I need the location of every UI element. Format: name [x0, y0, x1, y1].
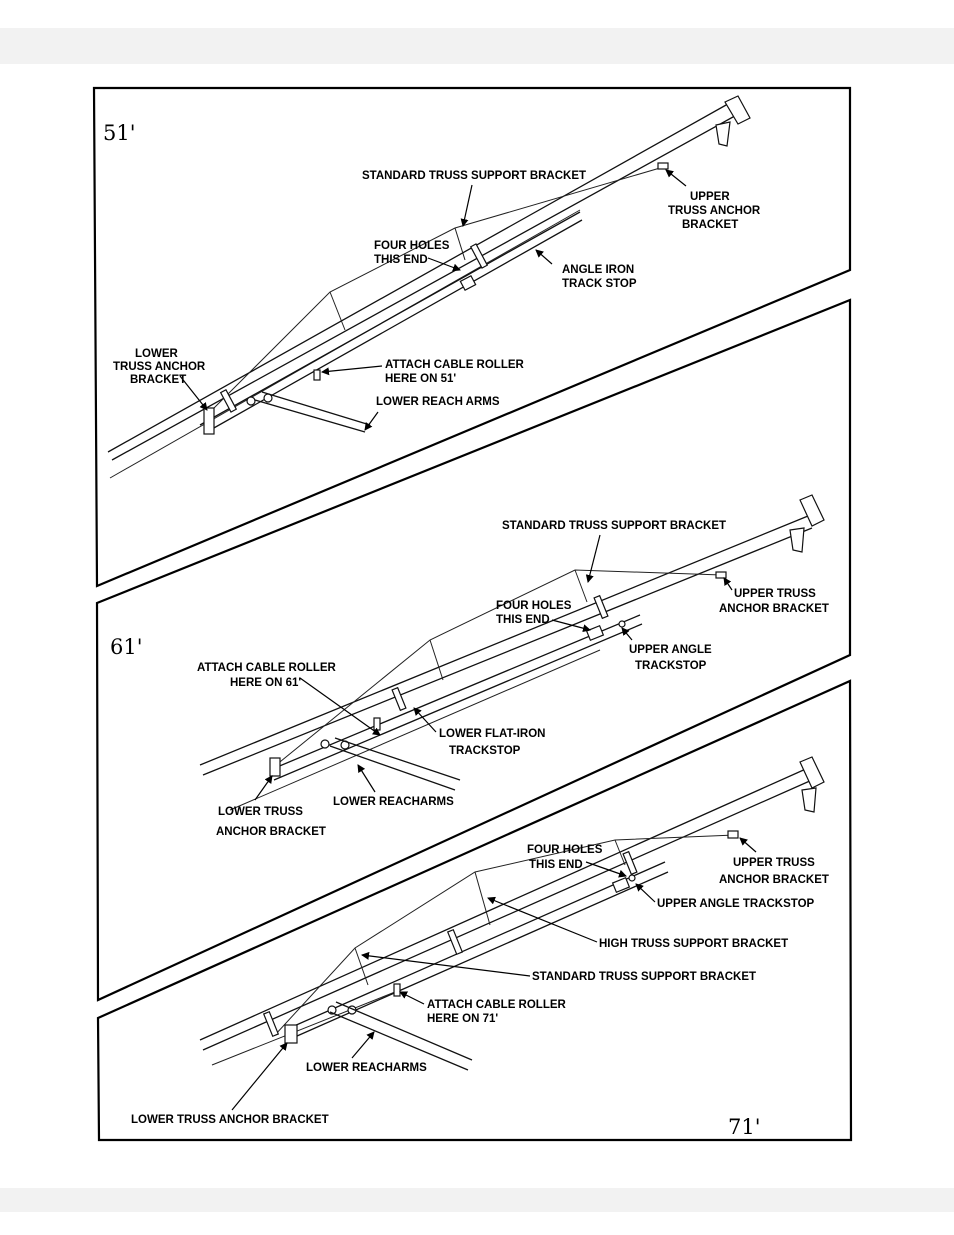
size-label-61: 61' — [110, 635, 143, 659]
label-lower-truss-anchor-bracket-51: LOWER TRUSS ANCHOR BRACKET — [113, 348, 208, 386]
top-margin-band — [0, 28, 954, 64]
label-upper-truss-anchor-bracket-61: UPPER TRUSS ANCHOR BRACKET — [719, 588, 829, 615]
label-lower-reach-arms-51: LOWER REACH ARMS — [376, 396, 500, 408]
panel-71: FOUR HOLES THIS END UPPER TRUSS ANCHOR B… — [131, 756, 829, 1139]
label-high-truss-support-bracket-71: HIGH TRUSS SUPPORT BRACKET — [599, 938, 788, 950]
label-lower-flat-iron-trackstop-61: LOWER FLAT-IRON TRACKSTOP — [439, 728, 549, 757]
label-attach-cable-roller-61: ATTACH CABLE ROLLER HERE ON 61' — [197, 662, 339, 689]
panel-51-frame — [92, 86, 852, 588]
label-angle-iron-track-stop-51: ANGLE IRON TRACK STOP — [562, 264, 637, 290]
bottom-margin-band — [0, 1188, 954, 1212]
label-upper-truss-anchor-bracket-51: UPPER TRUSS ANCHOR BRACKET — [668, 191, 763, 231]
size-label-71: 71' — [728, 1115, 761, 1139]
panel-61: 61' STANDARD TRUSS SUPPORT BRACKET FOUR … — [110, 494, 829, 838]
boom-drawing-71 — [199, 756, 825, 1071]
label-upper-angle-trackstop-71: UPPER ANGLE TRACKSTOP — [657, 898, 815, 910]
label-lower-truss-anchor-bracket-71: LOWER TRUSS ANCHOR BRACKET — [131, 1114, 329, 1126]
label-lower-truss-anchor-bracket-61: LOWER TRUSS ANCHOR BRACKET — [216, 806, 326, 838]
label-upper-truss-anchor-bracket-71: UPPER TRUSS ANCHOR BRACKET — [719, 857, 829, 886]
boom-drawing-61 — [199, 494, 825, 811]
label-standard-truss-support-bracket-51: STANDARD TRUSS SUPPORT BRACKET — [362, 170, 586, 182]
label-standard-truss-support-bracket-61: STANDARD TRUSS SUPPORT BRACKET — [502, 520, 726, 532]
label-standard-truss-support-bracket-71: STANDARD TRUSS SUPPORT BRACKET — [532, 971, 756, 983]
label-four-holes-71: FOUR HOLES THIS END — [527, 844, 606, 871]
panel-71-frame — [96, 679, 853, 1142]
label-lower-reacharms-61: LOWER REACHARMS — [333, 796, 454, 808]
label-attach-cable-roller-51: ATTACH CABLE ROLLER HERE ON 51' — [385, 359, 527, 385]
panel-51: 51' STANDARD TRUSS SUPPORT BRACKET UPPER… — [103, 95, 763, 479]
size-label-51: 51' — [103, 121, 136, 145]
label-attach-cable-roller-71: ATTACH CABLE ROLLER HERE ON 71' — [427, 999, 569, 1025]
label-four-holes-61: FOUR HOLES THIS END — [496, 600, 575, 626]
panel-61-frame — [95, 298, 852, 1002]
label-upper-angle-trackstop-61: UPPER ANGLE TRACKSTOP — [629, 644, 715, 672]
boom-drawing-51 — [107, 95, 751, 479]
label-four-holes-51: FOUR HOLES THIS END — [374, 240, 453, 266]
label-lower-reacharms-71: LOWER REACHARMS — [306, 1062, 427, 1074]
